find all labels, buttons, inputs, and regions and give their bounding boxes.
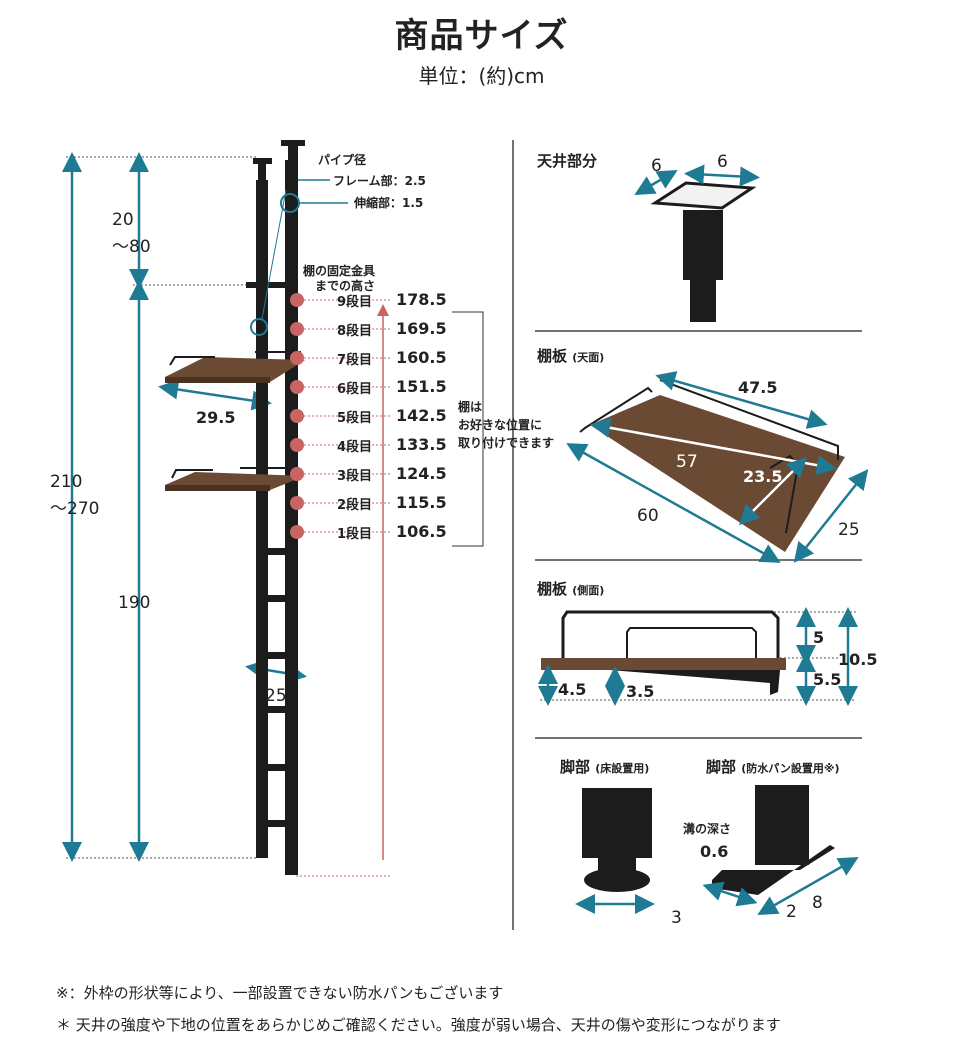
foot-floor-figure bbox=[575, 788, 655, 914]
top-range-a: 20 bbox=[112, 210, 134, 230]
foot-floor-title: 脚部 bbox=[560, 758, 591, 776]
bracket-note-1: 棚は bbox=[458, 400, 483, 414]
leg-width-label: 25 bbox=[265, 686, 287, 706]
note-bracket bbox=[452, 311, 484, 547]
bracket-dot bbox=[290, 525, 304, 539]
top-range-b: ～80 bbox=[112, 237, 151, 257]
shelf-top-title: 棚板 bbox=[537, 347, 568, 365]
bracket-row-label: 8段目 bbox=[336, 324, 372, 339]
shelf-side-figure bbox=[538, 607, 858, 706]
bracket-row-label: 3段目 bbox=[336, 469, 372, 484]
ceiling-w2: 6 bbox=[717, 152, 728, 172]
bracket-dot bbox=[290, 351, 304, 365]
bracket-dot bbox=[290, 467, 304, 481]
groove-value: 0.6 bbox=[700, 842, 729, 861]
bracket-dot bbox=[290, 293, 304, 307]
shelf-top-figure bbox=[566, 371, 869, 563]
note-2: ＊ 天井の強度や下地の位置をあらかじめご確認ください。強度が弱い場合、天井の傷や… bbox=[56, 1016, 781, 1034]
foot-floor-heading: 脚部 (床設置用) bbox=[560, 756, 649, 777]
pipe-telescopic-value: 1.5 bbox=[402, 196, 424, 210]
shelf-top-sub: (天面) bbox=[572, 351, 605, 364]
ceiling-heading: 天井部分 bbox=[537, 152, 598, 170]
bracket-row-label: 1段目 bbox=[336, 527, 372, 542]
note-1: ※：外枠の形状等により、一部設置できない防水パンもございます bbox=[56, 984, 504, 1002]
shelf-lower bbox=[165, 467, 305, 491]
side-bracket-h: 5.5 bbox=[813, 670, 842, 689]
side-board-t: 4.5 bbox=[558, 680, 587, 699]
pipe-telescopic-row: 伸縮部：1.5 bbox=[354, 194, 423, 211]
foot-pan-title: 脚部 bbox=[706, 758, 737, 776]
bracket-row-value: 178.5 bbox=[396, 290, 447, 309]
bracket-dot bbox=[290, 438, 304, 452]
groove-label: 溝の深さ bbox=[683, 822, 732, 836]
shelf-side-sub: (側面) bbox=[572, 584, 605, 597]
shelf-upper bbox=[165, 351, 305, 383]
unit-label: 単位：(約)cm bbox=[418, 64, 545, 88]
foot-pan-w: 2 bbox=[786, 902, 797, 922]
bracket-row-label: 5段目 bbox=[336, 411, 372, 426]
foot-pan-sub: (防水パン設置用※) bbox=[741, 762, 840, 775]
rack-frame bbox=[246, 140, 305, 875]
guide-lines bbox=[66, 156, 256, 859]
ceiling-part-figure bbox=[634, 164, 760, 322]
foot-pan-l: 8 bbox=[812, 893, 823, 913]
bracket-row-label: 7段目 bbox=[336, 353, 372, 368]
shelf-side-heading: 棚板 (側面) bbox=[537, 578, 604, 599]
side-total-h: 10.5 bbox=[838, 650, 878, 669]
shelf-inner-len: 57 bbox=[676, 452, 698, 472]
bracket-row-value: 133.5 bbox=[396, 435, 447, 454]
pipe-frame-row: フレーム部：2.5 bbox=[333, 172, 426, 189]
side-rail-h: 5 bbox=[813, 628, 825, 647]
telescopic-callout-circle bbox=[250, 318, 268, 336]
shelf-inner-depth: 23.5 bbox=[743, 467, 783, 486]
foot-pan-heading: 脚部 (防水パン設置用※) bbox=[706, 756, 840, 777]
bracket-row-label: 2段目 bbox=[336, 498, 372, 513]
bracket-row-label: 9段目 bbox=[336, 295, 372, 310]
bracket-row-value: 124.5 bbox=[396, 464, 447, 483]
pipe-frame-value: 2.5 bbox=[404, 174, 426, 188]
shelf-top-heading: 棚板 (天面) bbox=[537, 345, 604, 366]
pipe-heading: パイプ径 bbox=[318, 153, 367, 167]
total-a: 210 bbox=[50, 472, 83, 492]
bracket-dot bbox=[290, 496, 304, 510]
bracket-dot bbox=[290, 322, 304, 336]
shelf-side-title: 棚板 bbox=[537, 580, 568, 598]
total-b: ～270 bbox=[50, 499, 100, 519]
shelf-rail-len: 47.5 bbox=[738, 378, 778, 397]
ceiling-w1: 6 bbox=[651, 156, 662, 176]
bracket-row-value: 151.5 bbox=[396, 377, 447, 396]
bracket-note-3: 取り付けできます bbox=[458, 436, 555, 450]
bracket-note-2: お好きな位置に bbox=[458, 418, 543, 432]
shelf-depth: 25 bbox=[838, 520, 860, 540]
shelf-depth-label: 29.5 bbox=[196, 408, 236, 427]
bracket-height-rows bbox=[290, 293, 392, 539]
pipe-frame-label: フレーム部： bbox=[333, 174, 405, 188]
bracket-row-value: 106.5 bbox=[396, 522, 447, 541]
bracket-row-label: 6段目 bbox=[336, 382, 372, 397]
page-title: 商品サイズ bbox=[394, 16, 569, 56]
bracket-row-label: 4段目 bbox=[336, 440, 372, 455]
side-plate-t: 3.5 bbox=[626, 682, 655, 701]
bracket-heading-2: までの高さ bbox=[315, 279, 376, 293]
lower-height: 190 bbox=[118, 593, 151, 613]
shelf-length: 60 bbox=[637, 506, 659, 526]
bracket-row-value: 169.5 bbox=[396, 319, 447, 338]
shelf-depth-arrow bbox=[158, 379, 272, 411]
foot-pan-figure bbox=[702, 785, 859, 915]
bracket-dot bbox=[290, 380, 304, 394]
bracket-row-value: 115.5 bbox=[396, 493, 447, 512]
bracket-dot bbox=[290, 409, 304, 423]
foot-floor-width: 3 bbox=[671, 908, 682, 928]
foot-floor-sub: (床設置用) bbox=[595, 762, 650, 775]
bracket-row-value: 142.5 bbox=[396, 406, 447, 425]
bracket-heading-1: 棚の固定金具 bbox=[303, 264, 376, 278]
pipe-telescopic-label: 伸縮部： bbox=[354, 196, 403, 210]
bracket-row-value: 160.5 bbox=[396, 348, 447, 367]
